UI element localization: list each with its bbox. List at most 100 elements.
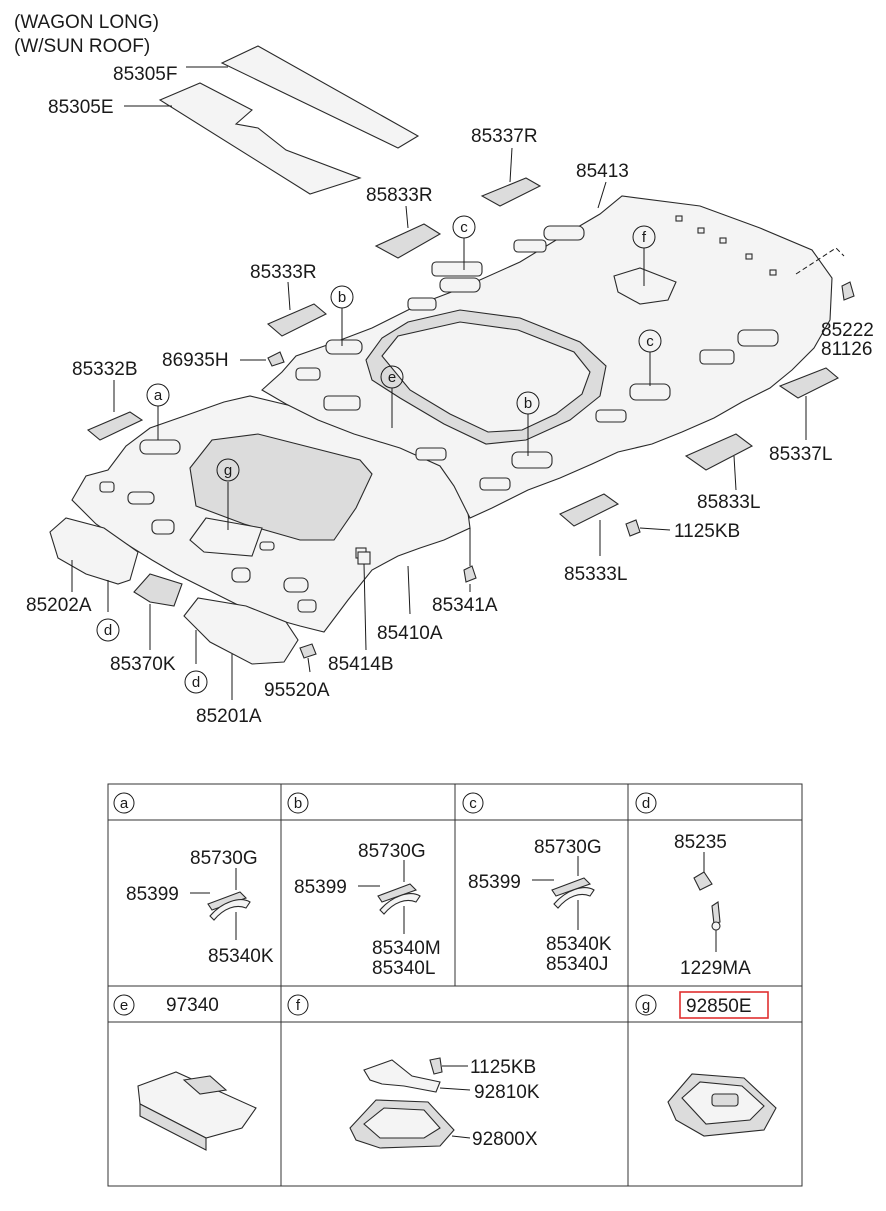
header-title-line2: (W/SUN ROOF) <box>14 36 150 57</box>
callout-a: a <box>146 383 170 407</box>
detail-cell-g: g 92850E <box>635 991 777 1137</box>
detail-b-85730G: 85730G <box>358 841 426 862</box>
bracket-85337L <box>778 367 839 440</box>
detail-cell-e: e 97340 <box>113 994 257 1151</box>
clip-95520A <box>299 643 317 673</box>
label-85332B: 85332B <box>72 359 138 380</box>
label-85333L: 85333L <box>564 564 627 585</box>
detail-letter-b: b <box>294 795 302 812</box>
pad-85414B <box>357 551 371 651</box>
bracket-85332B <box>86 380 144 441</box>
bracket-85333R <box>266 281 327 337</box>
svg-text:d: d <box>104 622 112 639</box>
clip-85222 <box>841 281 855 301</box>
detail-f-1125KB: 1125KB <box>470 1057 536 1078</box>
bracket-85337R <box>480 147 542 207</box>
svg-text:d: d <box>192 674 200 691</box>
callout-e: e <box>380 365 404 389</box>
detail-cell-a: a 85730G 85399 85340K <box>113 792 274 967</box>
detail-table <box>107 783 803 1187</box>
label-95520A: 95520A <box>264 680 330 701</box>
label-1125KB: 1125KB <box>674 521 740 542</box>
clip-85341A <box>463 528 477 592</box>
callout-d2: d <box>184 670 208 694</box>
detail-a-85399: 85399 <box>126 884 179 905</box>
label-85414B: 85414B <box>328 654 394 675</box>
label-85305E: 85305E <box>48 97 114 118</box>
svg-text:f: f <box>642 229 647 246</box>
detail-f-92800X: 92800X <box>472 1129 538 1150</box>
detail-c-85730G: 85730G <box>534 837 602 858</box>
label-85833L: 85833L <box>697 492 760 513</box>
detail-b-85340L: 85340L <box>372 958 435 979</box>
label-85410A: 85410A <box>377 623 443 644</box>
callout-f: f <box>632 225 656 249</box>
bracket-85333L <box>558 493 620 556</box>
detail-letter-a: a <box>120 795 129 812</box>
headliner-front-85410A <box>71 395 471 633</box>
detail-a-85730G: 85730G <box>190 848 258 869</box>
highlight-box <box>679 991 769 1019</box>
callout-b2: b <box>516 391 540 415</box>
callout-d1: d <box>96 618 120 642</box>
label-81126: 81126 <box>821 339 872 360</box>
svg-text:b: b <box>338 289 346 306</box>
detail-letter-d: d <box>642 795 650 812</box>
label-85305F: 85305F <box>113 64 177 85</box>
sunvisor-85202A <box>49 517 139 612</box>
callout-b1: b <box>330 285 354 309</box>
label-85333R: 85333R <box>250 262 317 283</box>
svg-text:e: e <box>388 369 396 386</box>
detail-cell-b: b 85730G 85399 85340M 85340L <box>287 792 441 979</box>
screw-1125KB-main <box>625 519 671 537</box>
bracket-85833R <box>374 205 442 259</box>
svg-text:a: a <box>154 387 163 404</box>
detail-g-92850E: 92850E <box>686 996 752 1017</box>
label-85222: 85222 <box>821 320 874 341</box>
sunroof-panel-85305E <box>124 82 362 195</box>
leader-85413 <box>597 181 607 209</box>
bracket-85833L <box>684 433 754 491</box>
svg-text:c: c <box>460 219 468 236</box>
callout-g: g <box>216 458 240 482</box>
detail-a-85340K: 85340K <box>208 946 274 967</box>
console-85370K <box>133 573 183 650</box>
label-85337L: 85337L <box>769 444 832 465</box>
detail-cell-d: d 85235 1229MA <box>635 792 751 979</box>
detail-letter-c: c <box>469 795 477 812</box>
callout-c2: c <box>638 329 662 353</box>
sunroof-panel-85305F <box>186 45 420 149</box>
label-85413: 85413 <box>576 161 629 182</box>
detail-b-85399: 85399 <box>294 877 347 898</box>
detail-letter-e: e <box>120 997 128 1014</box>
detail-d-1229MA: 1229MA <box>680 958 751 979</box>
label-85202A: 85202A <box>26 595 92 616</box>
detail-letter-f: f <box>296 997 301 1014</box>
detail-f-92810K: 92810K <box>474 1082 540 1103</box>
detail-cell-c: c 85730G 85399 85340K 85340J <box>462 792 612 975</box>
label-85337R: 85337R <box>471 126 538 147</box>
detail-b-85340M: 85340M <box>372 938 441 959</box>
svg-text:b: b <box>524 395 532 412</box>
detail-c-85340K: 85340K <box>546 934 612 955</box>
headliner-rear-85413 <box>139 195 833 519</box>
header-title-line1: (WAGON LONG) <box>14 12 159 33</box>
detail-d-85235: 85235 <box>674 832 727 853</box>
detail-cell-f: f 1125KB 92810K 92800X <box>287 994 540 1150</box>
detail-c-85340J: 85340J <box>546 954 608 975</box>
svg-text:g: g <box>224 462 232 479</box>
label-85833R: 85833R <box>366 185 433 206</box>
label-86935H: 86935H <box>162 350 229 371</box>
callout-c1: c <box>452 215 476 239</box>
label-85201A: 85201A <box>196 706 262 727</box>
leader-85410A <box>407 565 411 615</box>
detail-c-85399: 85399 <box>468 872 521 893</box>
label-85341A: 85341A <box>432 595 498 616</box>
sunvisor-85201A <box>183 597 299 700</box>
svg-text:c: c <box>646 333 654 350</box>
detail-letter-g: g <box>642 997 650 1014</box>
detail-e-97340: 97340 <box>166 995 219 1016</box>
label-85370K: 85370K <box>110 654 176 675</box>
clip-86935H <box>240 351 285 367</box>
